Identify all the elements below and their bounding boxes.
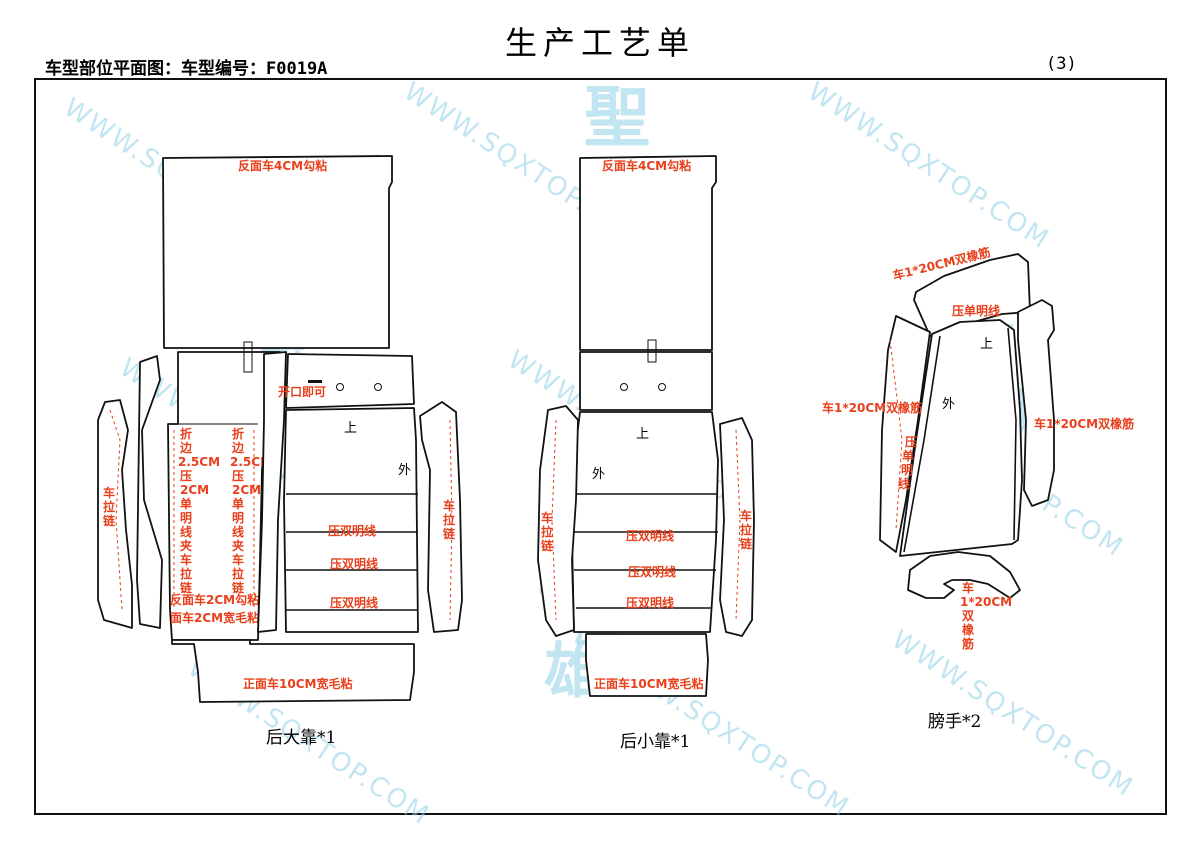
svg-text:压: 压 [905,435,917,449]
svg-text:橡: 橡 [962,622,975,637]
back-large-left-strip [136,355,163,629]
mark-out: 外 [398,463,411,478]
back-large-caption: 后大靠*1 [266,728,336,748]
back-large-bottom-note-1: 反面车2CM勾粘 [170,592,259,607]
back-small-right-wing [719,417,755,637]
seam-note: 压双明线 [330,595,378,610]
back-large-opening-note: 开口即可 [278,385,326,399]
armrest-left-note: 车1*20CM双橡筋 [822,400,922,415]
back-large-main-body [283,407,419,633]
grommet-hole [620,383,628,391]
page-number: (3) [1046,54,1077,74]
armrest-bottom-note: 车 1*20CM 双 橡 筋 [960,580,1012,651]
back-small-caption: 后小靠*1 [620,732,690,752]
svg-text:明: 明 [232,511,244,525]
armrest-main-panel [899,319,1023,557]
svg-text:双: 双 [962,609,974,623]
watermark-url: WWW.SQXTOP.COM [886,625,1139,804]
svg-text:线: 线 [180,524,192,539]
svg-text:夹: 夹 [232,538,244,553]
back-large-bottom-note-2: 面车2CM宽毛粘 [170,610,259,625]
back-small-upper-body [579,351,713,411]
back-small-zip-left: 车拉链 [541,510,554,553]
back-large-upper-body [285,353,415,409]
svg-text:折: 折 [180,426,192,441]
model-subtitle: 车型部位平面图：车型编号：F0019A [45,59,328,79]
svg-text:2.5CM: 2.5CM [178,455,220,469]
armrest-group: 车1*20CM双橡筋 压单明线 上 外 车1*20CM双橡筋 压 单 明 线 车… [822,244,1134,732]
seam-note: 压双明线 [626,528,674,543]
svg-text:线: 线 [232,524,244,539]
armrest-right-strip [1017,299,1055,507]
back-large-top-panel [162,155,393,349]
svg-text:明: 明 [901,463,913,477]
svg-text:2CM: 2CM [180,483,209,497]
fold-note-right: 折 边 2.5CM 压 2CM 单 明 线 夹 车 拉 链 [230,426,272,595]
opening-mark [308,380,322,383]
svg-text:单: 单 [180,496,192,511]
seam-note: 压双明线 [328,523,376,538]
seam-note: 压双明线 [628,564,676,579]
back-large-top-note: 反面车4CM勾粘 [238,158,327,173]
back-large-mid-strip [257,351,287,633]
back-small-base-note: 正面车10CM宽毛粘 [594,676,703,691]
svg-text:链: 链 [180,580,193,595]
back-large-base [171,639,415,703]
back-large-zip-left: 车拉链 [103,485,116,528]
armrest-left-strip [879,315,931,553]
watermark-logo-char: 聖 [584,78,650,156]
back-large-left-wing [97,399,133,629]
svg-text:压: 压 [232,469,244,483]
svg-text:拉: 拉 [180,566,192,581]
fold-note-left: 折 边 2.5CM 压 2CM 单 明 线 夹 车 拉 链 [178,426,220,595]
svg-text:1*20CM: 1*20CM [960,595,1012,609]
svg-text:链: 链 [232,580,245,595]
seam-note: 压双明线 [330,556,378,571]
svg-text:单: 单 [902,448,914,463]
svg-text:车: 车 [962,580,974,595]
back-small-left-wing [537,405,579,637]
mark-up: 上 [980,337,993,352]
svg-text:车: 车 [232,552,244,567]
svg-text:筋: 筋 [961,636,974,651]
svg-text:2CM: 2CM [232,483,261,497]
watermark-url: WWW.SQXTOP.COM [802,77,1055,256]
svg-text:折: 折 [232,426,244,441]
back-small-zip-right: 车拉链 [740,508,753,551]
back-small-base [585,633,709,697]
back-large-group: 反面车4CM勾粘 车拉链 折 边 2.5CM 压 2CM 单 明 线 夹 车 拉… [97,155,463,748]
svg-text:边: 边 [231,440,245,455]
svg-text:压: 压 [180,469,192,483]
drawing-frame [34,78,1167,815]
armrest-caption: 膀手*2 [928,712,981,732]
mark-out: 外 [942,397,955,412]
seam-note: 压双明线 [626,595,674,610]
back-large-zip-right: 车拉链 [443,498,456,541]
mark-out: 外 [592,467,605,482]
svg-text:单: 单 [232,496,244,511]
mark-up: 上 [636,427,649,442]
back-small-top-panel [579,155,717,351]
back-small-group: 反面车4CM勾粘 上 外 压双明线 压双明线 压双明线 车拉链 车拉链 正面车1… [537,155,755,752]
svg-text:2.5CM: 2.5CM [230,455,272,469]
svg-text:车: 车 [180,552,192,567]
armrest-bottom-piece [907,551,1021,599]
svg-text:明: 明 [180,511,192,525]
armrest-stitch-note: 压单明线 [952,303,1000,318]
grommet-hole [336,383,344,391]
svg-text:夹: 夹 [180,538,192,553]
mark-up: 上 [344,421,357,436]
back-small-top-note: 反面车4CM勾粘 [602,158,691,173]
back-large-base-note: 正面车10CM宽毛粘 [243,676,352,691]
svg-text:线: 线 [898,476,910,491]
back-large-right-wing [419,401,463,633]
grommet-hole [658,383,666,391]
grommet-hole [374,383,382,391]
armrest-side-stitch: 压 单 明 线 [898,435,917,491]
svg-text:边: 边 [179,440,193,455]
armrest-right-note: 车1*20CM双橡筋 [1034,416,1134,431]
svg-text:拉: 拉 [232,566,244,581]
page-title: 生产工艺单 [504,24,695,62]
